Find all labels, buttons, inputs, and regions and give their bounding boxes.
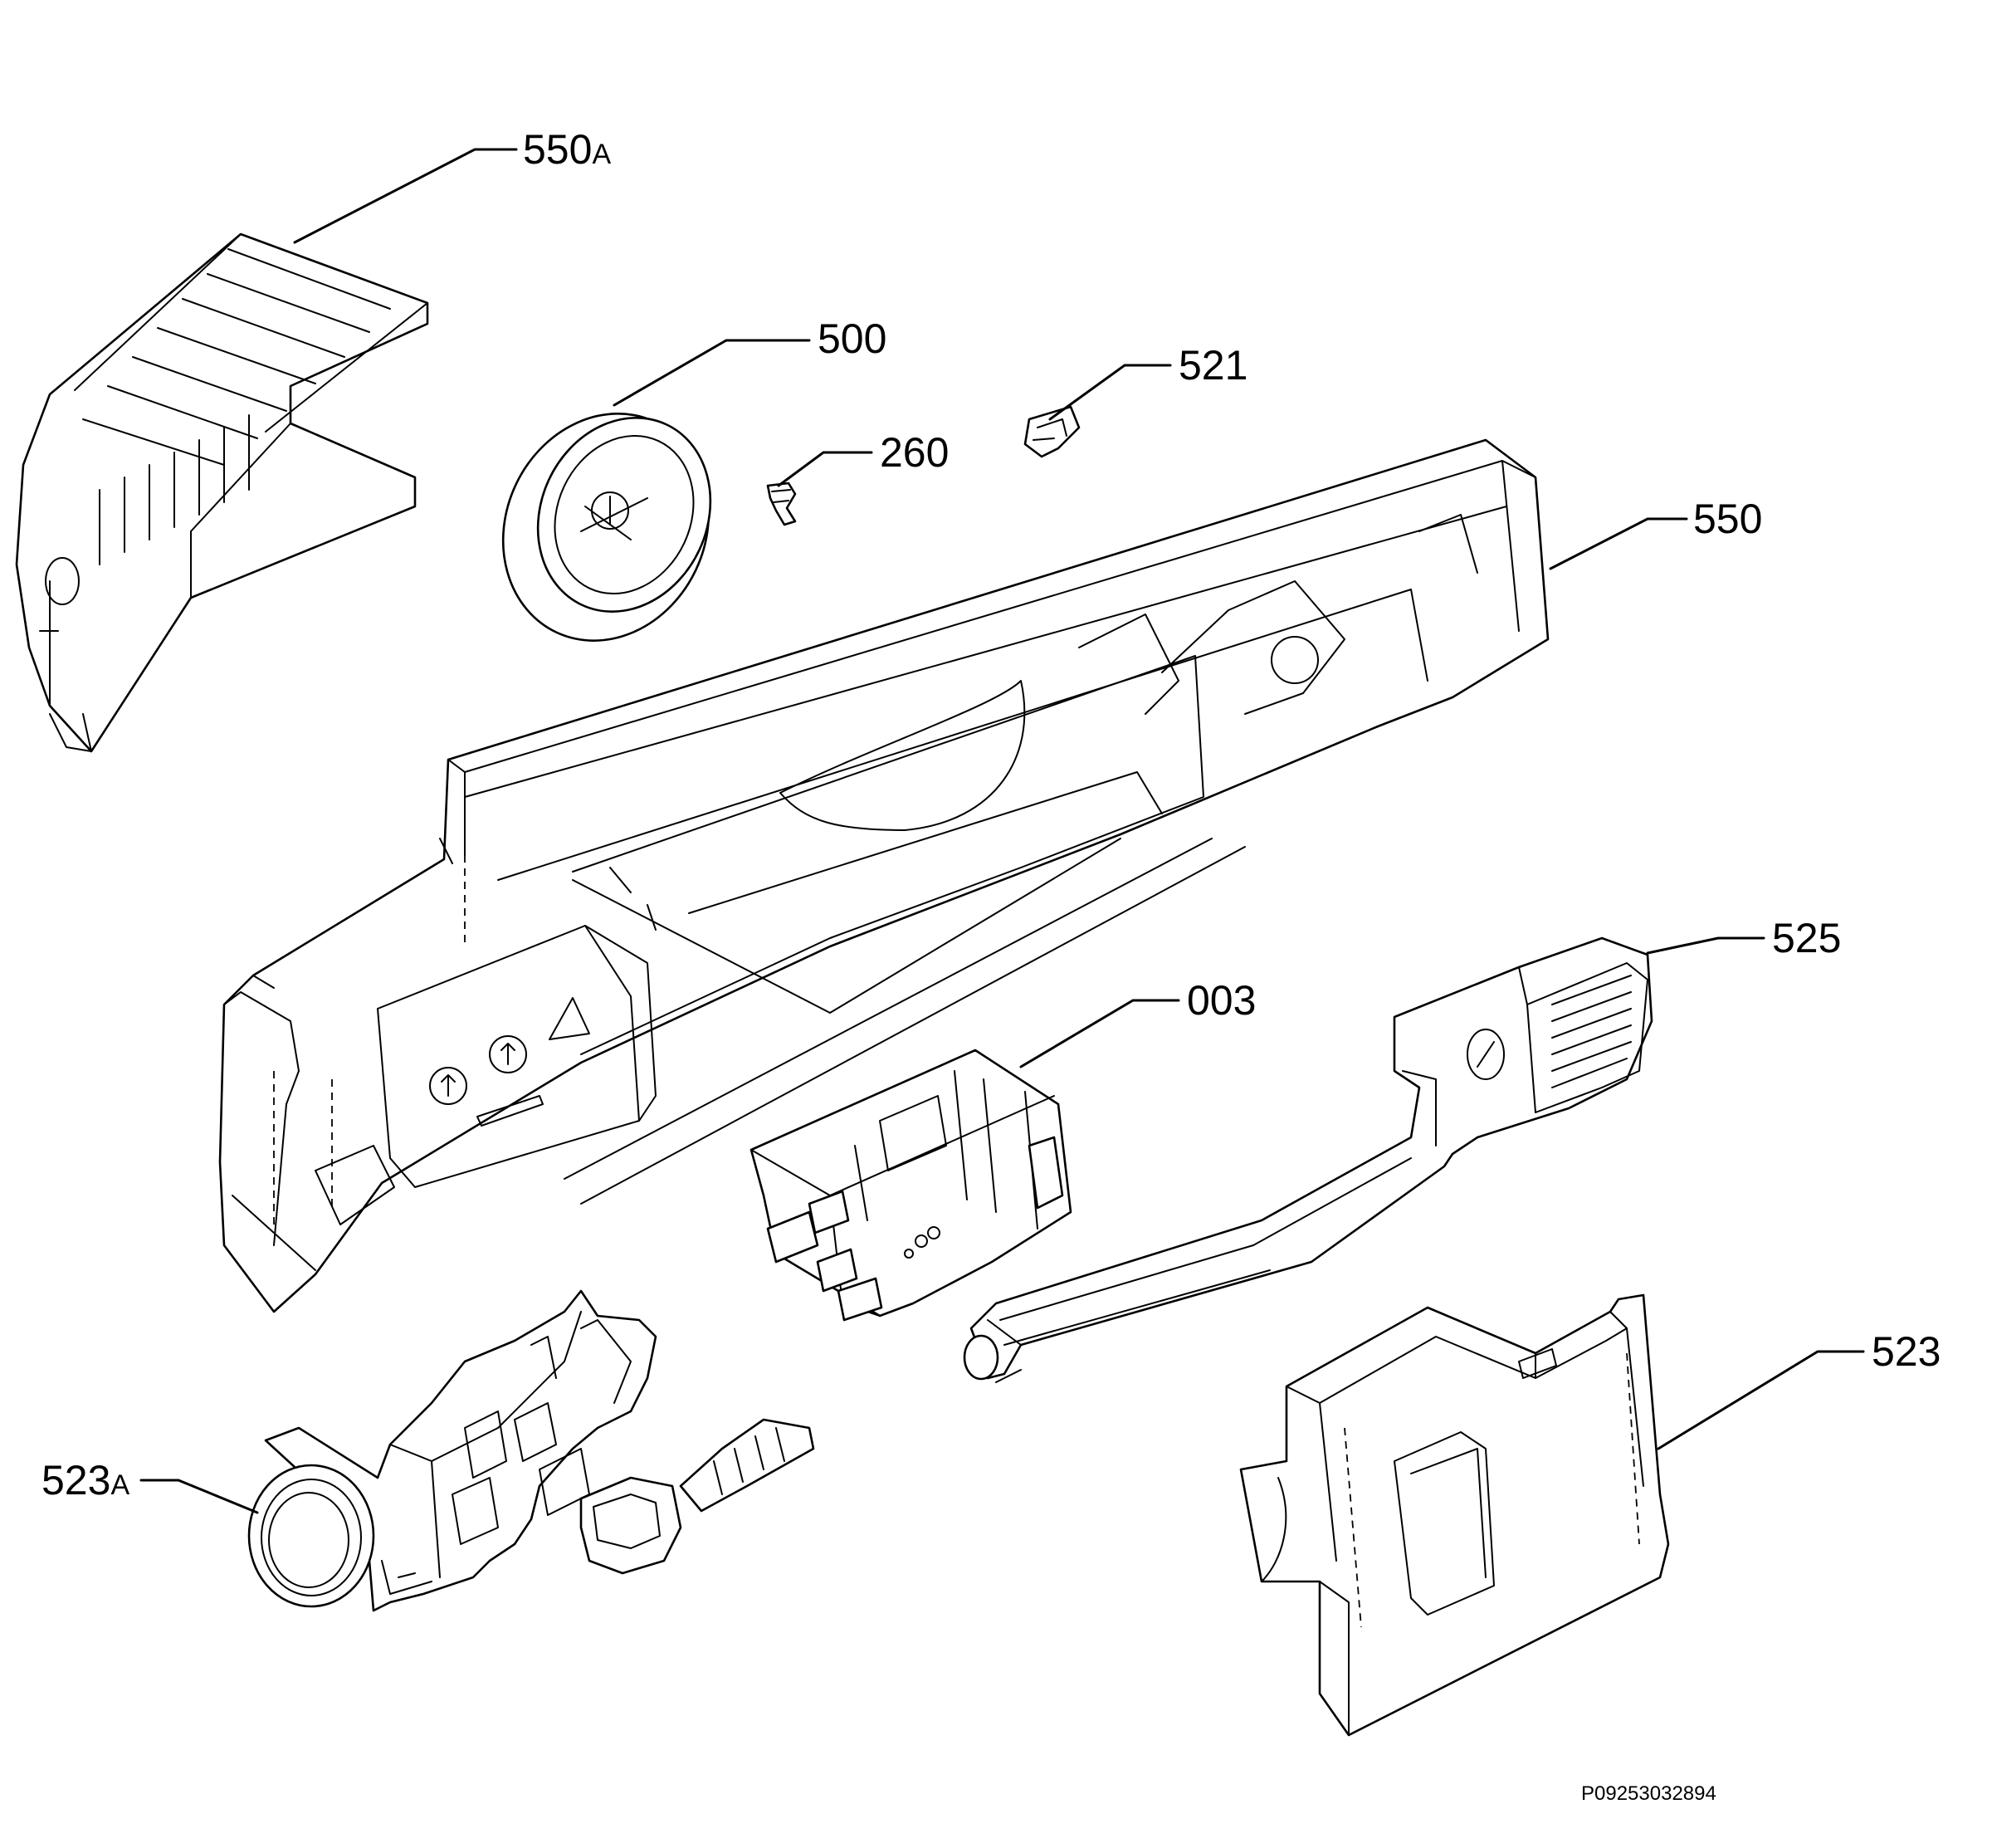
- leader-550: [1549, 517, 1688, 570]
- label-260: 260: [880, 429, 949, 476]
- leader-lines: [139, 148, 1865, 1514]
- label-550a: 550A: [523, 126, 611, 173]
- leader-550a: [293, 148, 518, 244]
- label-525: 525: [1772, 915, 1841, 961]
- leader-500: [613, 339, 811, 407]
- part-labels: 550A 500 521 260 550 525 003 523 523A P0…: [42, 126, 1941, 1805]
- arrow-up-icon-right: [489, 1035, 527, 1073]
- panel-slot: [476, 1095, 544, 1127]
- part-550a-vent-grille[interactable]: [15, 232, 429, 753]
- part-521-clip[interactable]: [1023, 405, 1081, 458]
- drawing-code: P09253032894: [1581, 1782, 1716, 1805]
- part-260-spring[interactable]: [766, 482, 797, 526]
- panel-symbols: [429, 997, 590, 1127]
- label-523: 523: [1872, 1328, 1941, 1375]
- leader-525: [1646, 936, 1765, 955]
- label-550: 550: [1693, 496, 1762, 542]
- leader-523a: [139, 1479, 259, 1514]
- part-003-thermostat[interactable]: [749, 1049, 1072, 1322]
- part-550-control-panel-housing[interactable]: [218, 438, 1550, 1313]
- leader-260: [777, 451, 873, 487]
- label-523a: 523A: [42, 1457, 129, 1503]
- arrow-up-icon-left: [429, 1067, 467, 1105]
- part-525-lamp-cover-rod[interactable]: [963, 936, 1653, 1383]
- triangle-icon: [549, 997, 590, 1040]
- leader-521: [1048, 364, 1172, 421]
- label-521: 521: [1179, 342, 1247, 389]
- label-500: 500: [818, 315, 886, 362]
- part-523-cover-panel[interactable]: [1239, 1293, 1670, 1737]
- part-500-control-knob[interactable]: [466, 379, 745, 674]
- label-003: 003: [1187, 977, 1256, 1024]
- leader-523: [1657, 1350, 1865, 1450]
- leader-003: [1019, 999, 1180, 1068]
- part-523a-lamp-holder-assembly[interactable]: [247, 1289, 815, 1612]
